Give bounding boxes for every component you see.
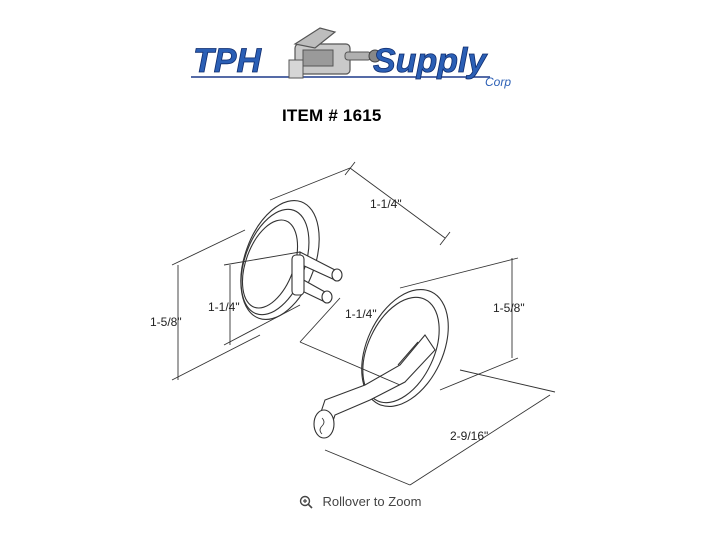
logo-brand-left: TPH — [193, 42, 262, 80]
logo-brand-sub: Corp — [485, 75, 511, 89]
dim-handle-length: 2-9/16" — [450, 429, 488, 443]
logo-brand-right: Supply — [373, 42, 488, 80]
right-rosette-with-handle — [313, 289, 449, 439]
dim-left-inner-height: 1-1/4" — [208, 300, 240, 314]
dim-right-height: 1-5/8" — [493, 301, 525, 315]
zoom-in-icon — [299, 495, 313, 509]
zoom-label: Rollover to Zoom — [322, 494, 422, 509]
rollover-zoom-hint[interactable]: Rollover to Zoom — [0, 494, 720, 509]
logo-hardware-illustration — [288, 27, 382, 79]
dim-top-depth: 1-1/4" — [370, 197, 402, 211]
tph-supply-logo: TPH Supply Corp — [191, 27, 511, 89]
dim-left-height: 1-5/8" — [150, 315, 182, 329]
item-title: ITEM # 1615 — [282, 106, 382, 125]
technical-drawing: 1-1/4" 1-5/8" 1-1/4" 1-1/4" 1-5/8" 2-9/1… — [150, 161, 556, 486]
dim-mid-depth: 1-1/4" — [345, 307, 377, 321]
left-rosette — [240, 199, 343, 321]
